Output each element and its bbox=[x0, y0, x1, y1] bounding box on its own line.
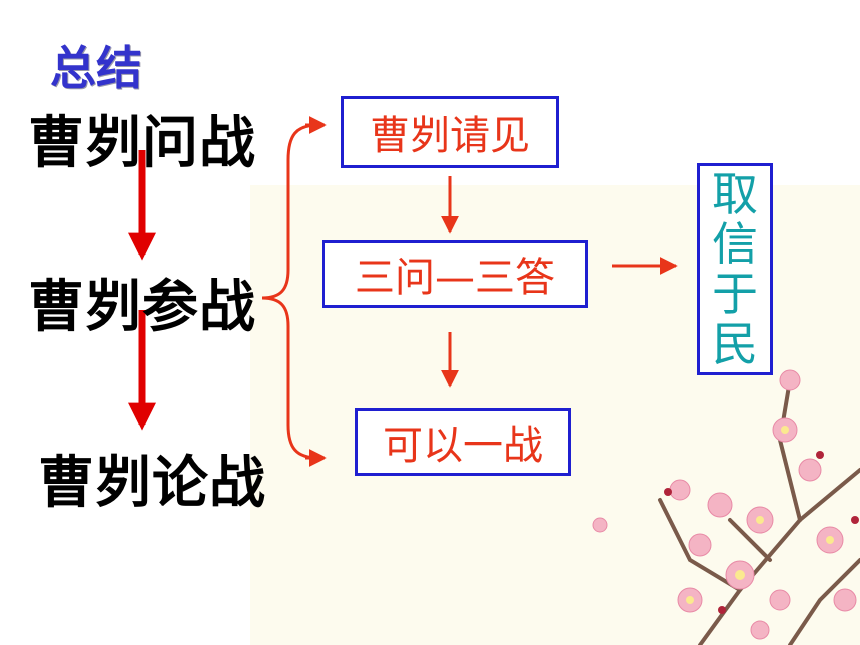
summary-title: 总结 bbox=[50, 41, 142, 95]
stage-ask: 曹刿问战 bbox=[28, 111, 256, 176]
step-request-audience: 曹刿请见 bbox=[341, 96, 559, 168]
result-char: 民 bbox=[712, 317, 758, 371]
stage-discuss: 曹刿论战 bbox=[38, 451, 266, 516]
result-char: 于 bbox=[712, 267, 758, 321]
result-win-trust: 取 信 于 民 bbox=[697, 163, 773, 375]
step-three-questions: 三问—三答 bbox=[322, 240, 588, 308]
stage-join: 曹刿参战 bbox=[28, 275, 256, 340]
result-char: 取 bbox=[712, 167, 758, 221]
step-ready-to-fight: 可以一战 bbox=[355, 408, 571, 476]
curly-brace bbox=[261, 123, 319, 460]
result-char: 信 bbox=[712, 217, 758, 271]
